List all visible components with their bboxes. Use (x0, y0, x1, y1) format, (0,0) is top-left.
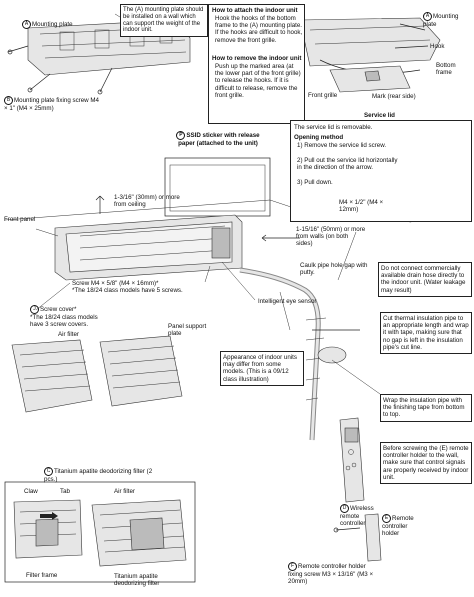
before-screwing-note: Before screwing the (E) remote controlle… (380, 442, 472, 485)
bottom-frame-label: Bottom frame (436, 62, 458, 77)
air-filter-label: Air filter (58, 331, 79, 338)
marker-p: P (176, 131, 186, 140)
marker-a-2: A (423, 12, 432, 21)
marker-e: E (382, 514, 391, 523)
attach-body: Hook the hooks of the bottom frame to th… (215, 15, 303, 44)
wireless-remote-text: Wireless remote controller (340, 505, 376, 528)
titanium-filter-illustration (13, 499, 187, 567)
titanium-filter-box (4, 481, 196, 583)
screw-cover-text: Screw cover* *The 18/24 class models hav… (30, 306, 98, 329)
tab-label: Tab (60, 488, 70, 495)
titanium-filter-2-label: Titanium apatite deodorizing filter (114, 573, 160, 588)
eye-sensor-label: Intelligent eye sensor (258, 298, 317, 305)
indoor-unit-illustration (4, 195, 360, 441)
attach-remove-box: How to attach the indoor unit Hook the h… (208, 4, 305, 124)
marker-f: F (288, 562, 297, 571)
opening-step-3: 3) Pull down. (297, 179, 333, 186)
air-filter-illustration (11, 335, 183, 413)
titanium-filter-text: Titanium apatite deodorizing filter (2 p… (44, 468, 154, 483)
caulk-label: Caulk pipe hole gap with putty. (300, 262, 370, 277)
marker-b: B (4, 96, 13, 105)
ceiling-clearance: 1-3/16" (30mm) or more from ceiling (114, 194, 182, 209)
opening-step-2: 2) Pull out the service lid horizontally… (297, 157, 400, 172)
appearance-note: Appearance of indoor units may differ fr… (220, 351, 304, 386)
service-lid-title: Service lid (364, 112, 395, 119)
wall-clearance: 1-15/16" (50mm) or more from walls (on b… (296, 226, 367, 248)
service-lid-removable: The service lid is removable. (294, 124, 373, 131)
panel-support-label: Panel support plate (168, 323, 208, 338)
mounting-plate-note: The (A) mounting plate should be install… (120, 4, 208, 38)
remove-body: Push up the marked area (at the lower pa… (215, 63, 303, 99)
drain-warning: Do not connect commercially available dr… (378, 262, 472, 297)
marker-j: J (30, 305, 39, 314)
screw-count-label: Screw M4 × 5/8" (M4 × 16mm)* *The 18/24 … (72, 280, 183, 295)
right-mounting-plate-text: Mounting plate (423, 13, 461, 28)
marker-a: A (22, 20, 31, 29)
service-screw-label: M4 × 1/2" (M4 × 12mm) (339, 199, 385, 214)
marker-c: C (44, 467, 53, 476)
mark-rear-label: Mark (rear side) (372, 93, 416, 100)
hook-label: Hook (430, 43, 445, 50)
remove-title: How to remove the indoor unit (212, 55, 302, 62)
opening-step-1: 1) Remove the service lid screw. (297, 142, 387, 149)
remote-controller-illustration (333, 417, 382, 562)
front-grille-label: Front grille (308, 92, 338, 99)
hook-illustration (299, 17, 441, 93)
fixing-screw-text: Mounting plate fixing screw M4 × 1" (M4 … (4, 97, 101, 112)
front-panel-label: Front panel (4, 216, 36, 223)
wrap-pipe-note: Wrap the insulation pipe with the finish… (380, 394, 472, 422)
opening-method-title: Opening method (294, 134, 344, 141)
service-lid-box: The service lid is removable. Opening me… (290, 120, 472, 222)
attach-title: How to attach the indoor unit (212, 7, 298, 14)
marker-d: D (340, 504, 349, 513)
filter-frame-label: Filter frame (26, 572, 58, 579)
holder-screw-text: Remote controller holder fixing screw M3… (288, 563, 375, 586)
air-filter-2-label: Air filter (114, 488, 135, 495)
claw-label: Claw (24, 488, 38, 495)
mounting-plate-text: Mounting plate (32, 21, 73, 29)
ssid-text: SSID sticker with release paper (attache… (178, 132, 262, 147)
remote-holder-text: Remote controller holder (382, 515, 416, 538)
thermal-pipe-note: Cut thermal insulation pipe to an approp… (380, 312, 472, 355)
